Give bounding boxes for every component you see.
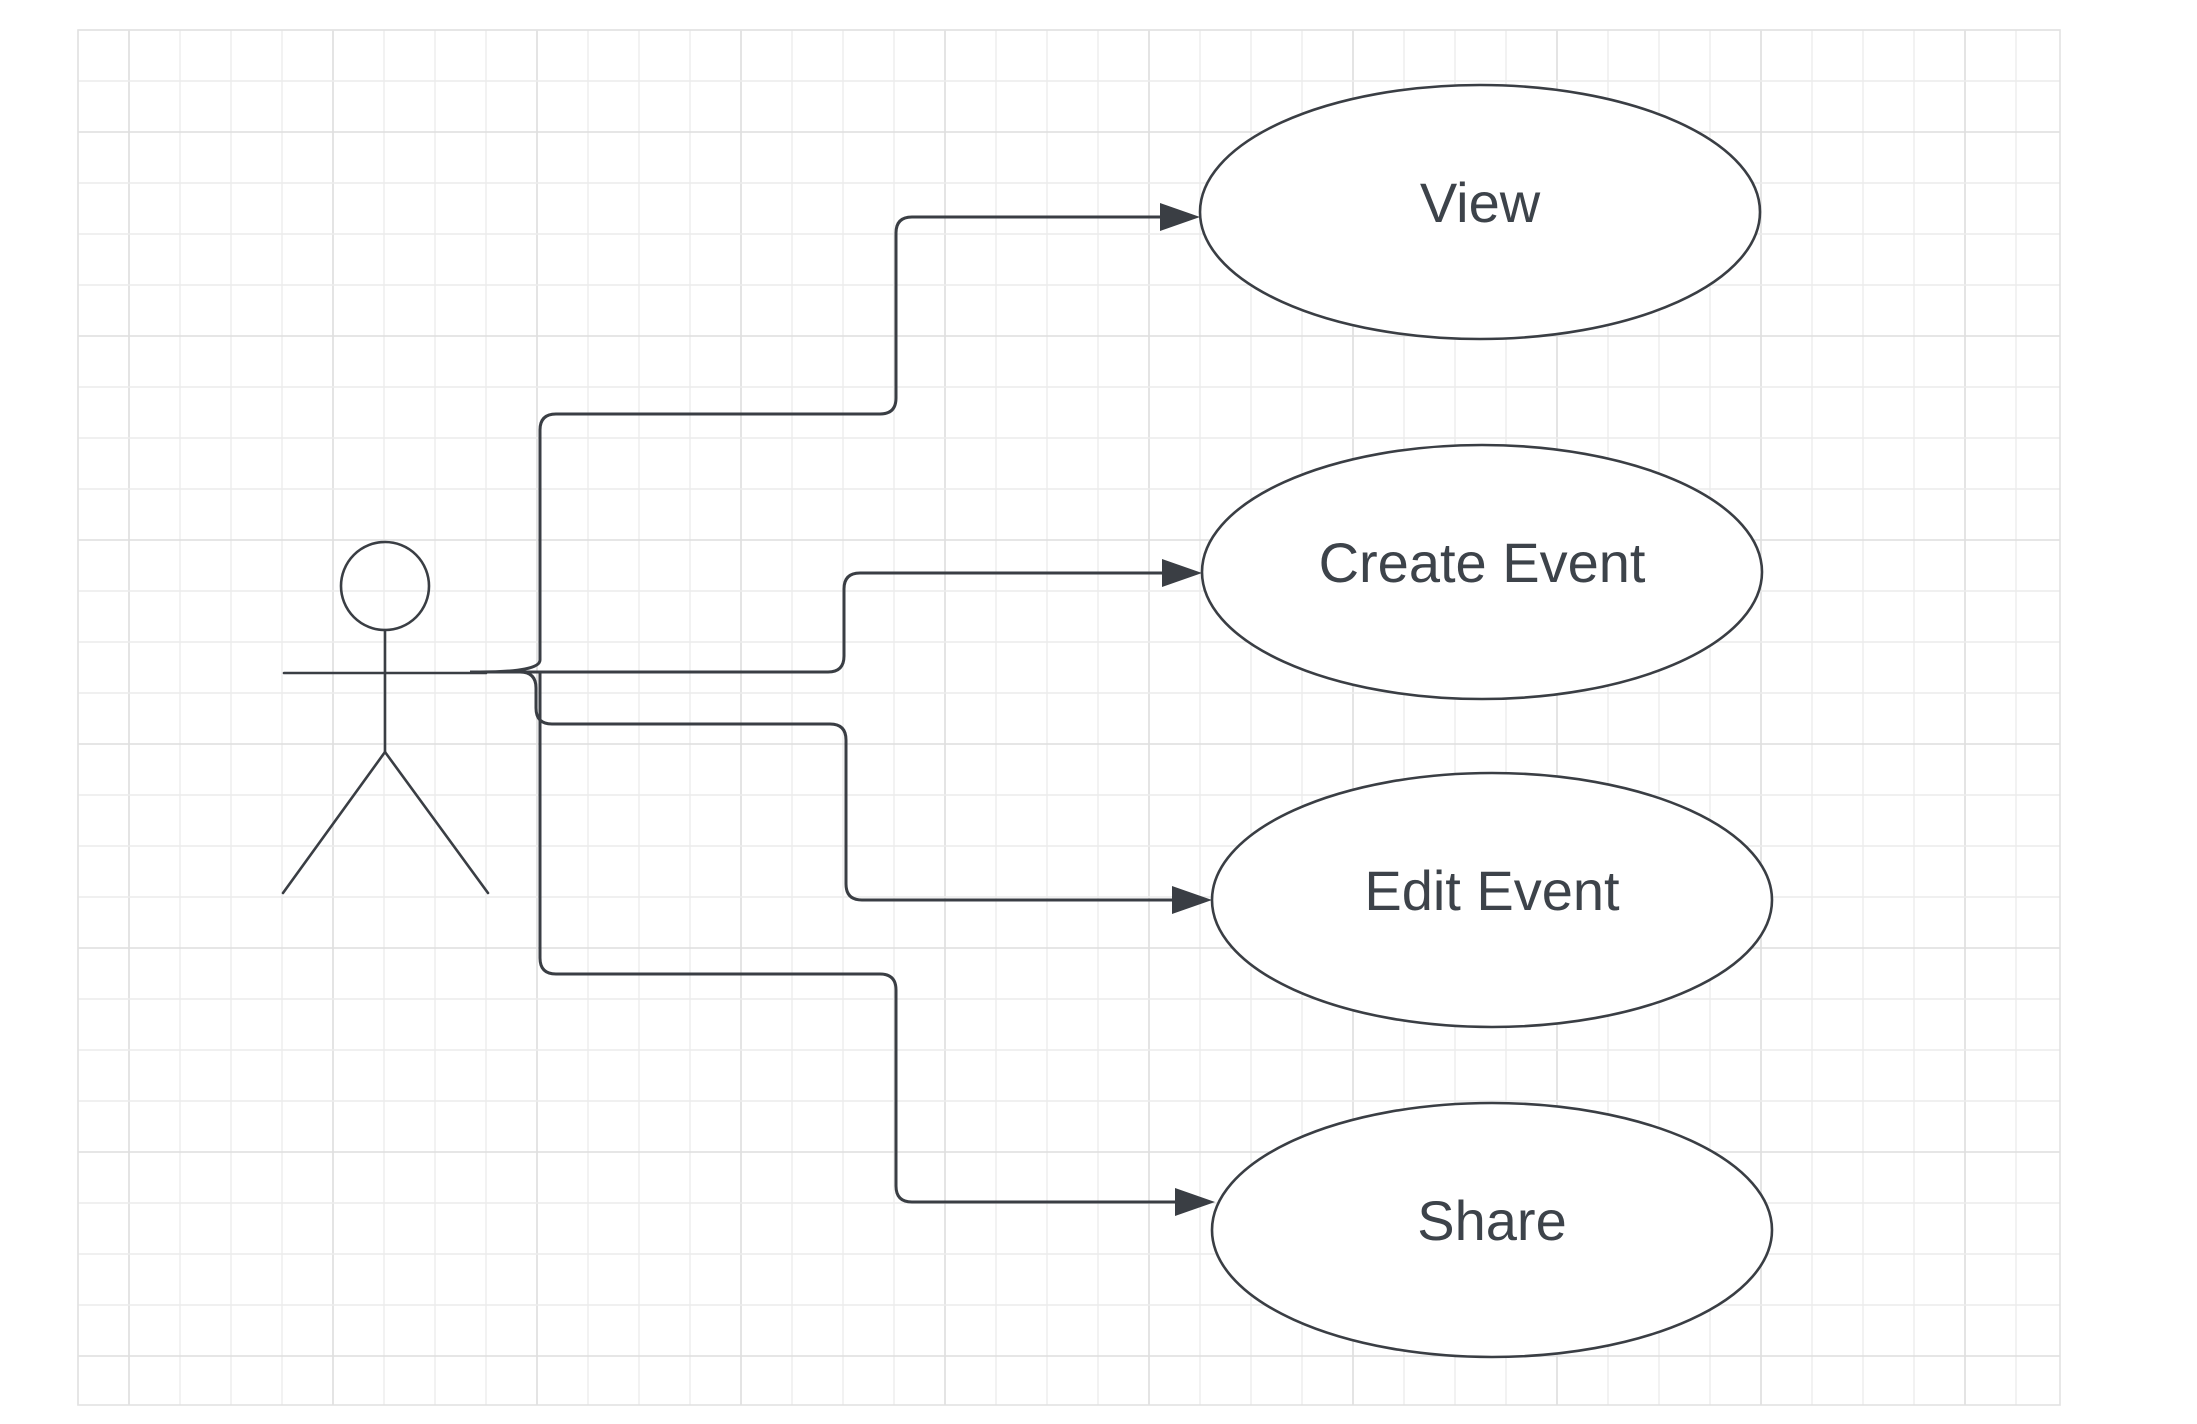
background-grid — [77, 29, 2061, 1406]
arrowhead-edit-event — [1172, 886, 1212, 914]
actor-stick-figure[interactable] — [281, 540, 490, 895]
grid-border — [77, 29, 2061, 1406]
use-case-view[interactable]: View — [1198, 83, 1762, 341]
use-case-edit-event-ellipse — [1210, 771, 1774, 1029]
actor-left-leg — [281, 750, 387, 895]
connector-edit-event[interactable] — [519, 670, 1172, 902]
use-case-create-event[interactable]: Create Event — [1200, 443, 1764, 701]
connectors — [470, 203, 1215, 1216]
connector-create-event[interactable] — [470, 571, 1162, 674]
use-case-edit-event[interactable]: Edit Event — [1210, 771, 1774, 1029]
actor-right-leg — [383, 750, 490, 895]
arrowhead-view — [1160, 203, 1200, 231]
use-case-edit-event-label: Edit Event — [1364, 859, 1620, 922]
actor-head — [339, 540, 431, 632]
use-case-share-label: Share — [1417, 1189, 1566, 1252]
use-case-view-ellipse — [1198, 83, 1762, 341]
use-case-share[interactable]: Share — [1210, 1101, 1774, 1359]
arrowhead-create-event — [1162, 559, 1202, 587]
connector-view[interactable] — [479, 215, 1160, 674]
use-case-create-event-label: Create Event — [1319, 531, 1646, 594]
use-case-view-label: View — [1420, 171, 1541, 234]
use-case-create-event-ellipse — [1200, 443, 1764, 701]
arrowhead-share — [1175, 1188, 1215, 1216]
connector-share[interactable] — [538, 672, 1175, 1204]
use-case-share-ellipse — [1210, 1101, 1774, 1359]
